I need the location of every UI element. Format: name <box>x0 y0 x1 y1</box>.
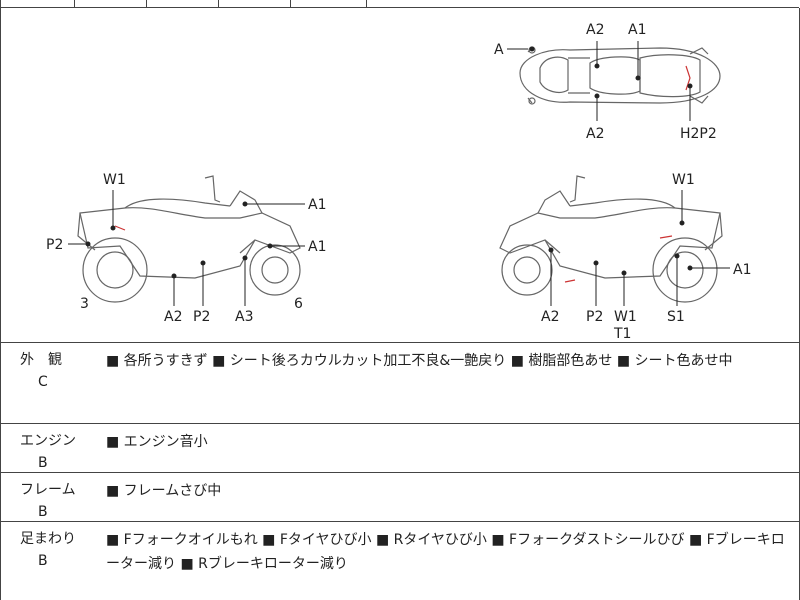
right-label-p2: P2 <box>586 309 603 325</box>
left-label-p2-bottom: P2 <box>193 309 210 325</box>
left-label-w1: W1 <box>103 172 126 188</box>
section-engine: エンジン B ■ エンジン音小 <box>0 424 800 473</box>
category-grade: C <box>38 374 48 390</box>
category-grade: B <box>38 455 48 471</box>
section-suspension: 足まわり B ■ Fフォークオイルもれ ■ Fタイヤひび小 ■ Rタイヤひび小 … <box>0 522 800 600</box>
category-label: エンジン <box>20 433 76 449</box>
section-category: フレーム B <box>20 479 76 523</box>
scooter-left-view <box>77 175 301 303</box>
damage-diagram: A A2 A1 A2 H2P2 <box>0 8 800 343</box>
top-label-a1: A1 <box>628 22 646 38</box>
left-label-a1-upper: A1 <box>308 197 326 213</box>
top-label-a2-front: A2 <box>586 22 604 38</box>
scooter-right-view <box>499 175 723 303</box>
scooter-diagram-svg: A A2 A1 A2 H2P2 <box>46 22 751 342</box>
scooter-top-view <box>519 46 721 105</box>
left-label-a1-lower: A1 <box>308 239 326 255</box>
category-label: 足まわり <box>20 531 76 547</box>
category-grade: B <box>38 553 48 569</box>
header-row-fragment <box>0 0 799 8</box>
section-description: ■ Fフォークオイルもれ ■ Fタイヤひび小 ■ Rタイヤひび小 ■ Fフォーク… <box>106 532 785 572</box>
top-callouts <box>507 41 693 121</box>
right-label-t1: T1 <box>613 326 631 342</box>
section-description: ■ 各所うすきず ■ シート後ろカウルカット加工不良&一艶戻り ■ 樹脂部色あせ… <box>106 353 733 369</box>
right-label-a2: A2 <box>541 309 559 325</box>
right-label-w1-bottom: W1 <box>614 309 637 325</box>
section-frame: フレーム B ■ フレームさび中 <box>0 473 800 522</box>
right-label-w1-top: W1 <box>672 172 695 188</box>
left-label-3: 3 <box>80 296 89 312</box>
section-category: 外 観 C <box>20 349 62 393</box>
category-label: 外 観 <box>20 352 62 368</box>
left-callouts <box>68 190 305 306</box>
top-label-a: A <box>494 42 504 58</box>
section-description: ■ フレームさび中 <box>106 483 222 499</box>
right-label-s1: S1 <box>667 309 685 325</box>
left-label-a3: A3 <box>235 309 253 325</box>
category-label: フレーム <box>20 482 76 498</box>
left-label-p2: P2 <box>46 237 63 253</box>
section-category: 足まわり B <box>20 528 76 572</box>
right-label-a1: A1 <box>733 262 751 278</box>
right-callouts <box>548 190 730 306</box>
left-label-a2: A2 <box>164 309 182 325</box>
top-label-h2p2: H2P2 <box>680 126 717 142</box>
left-label-6: 6 <box>294 296 303 312</box>
section-description: ■ エンジン音小 <box>106 434 208 450</box>
top-label-a2-rear: A2 <box>586 126 604 142</box>
category-grade: B <box>38 504 48 520</box>
section-category: エンジン B <box>20 430 76 474</box>
section-exterior: 外 観 C ■ 各所うすきず ■ シート後ろカウルカット加工不良&一艶戻り ■ … <box>0 343 800 424</box>
